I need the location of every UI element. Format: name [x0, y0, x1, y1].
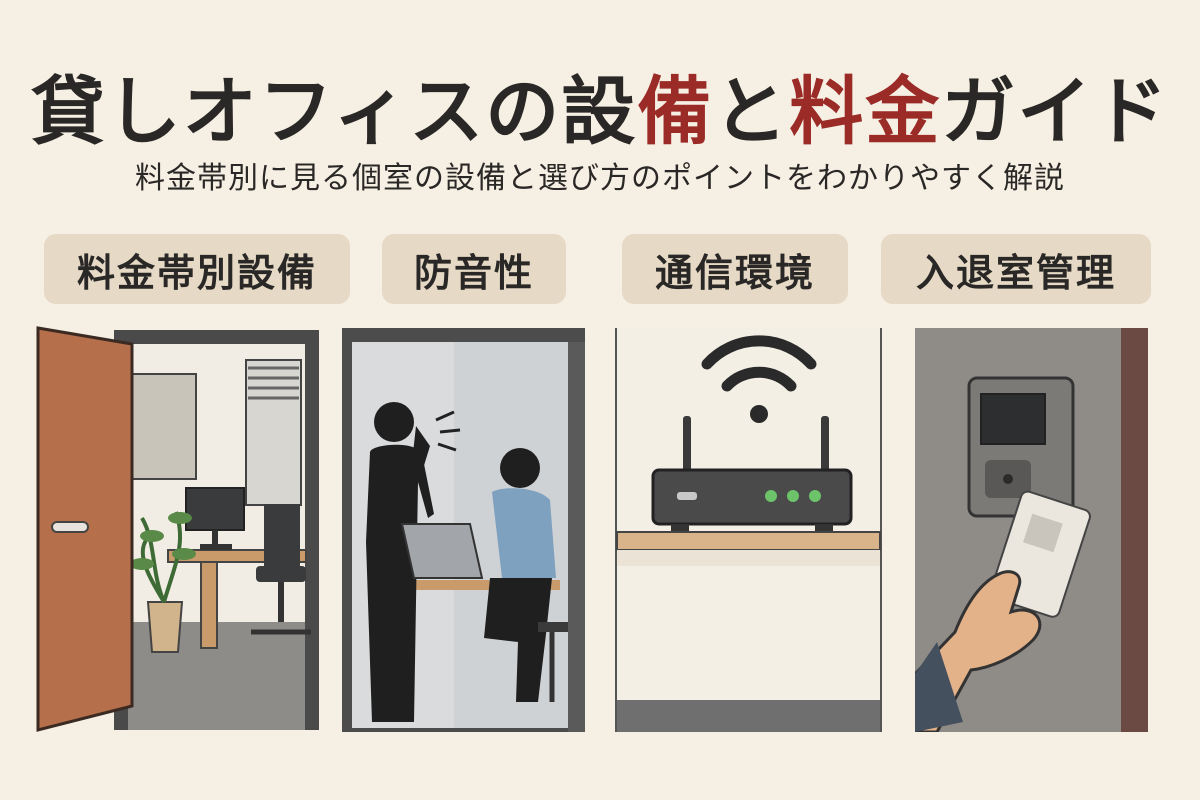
page-title: 貸しオフィスの設備と料金ガイド — [0, 52, 1200, 159]
title-part-1: 貸しオフィスの設 — [30, 69, 638, 155]
title-part-3: ガイド — [941, 69, 1170, 155]
title-part-2: と — [713, 69, 790, 155]
title-accent-2: 料金 — [789, 69, 942, 155]
page-subtitle: 料金帯別に見る個室の設備と選び方のポイントをわかりやすく解説 — [135, 161, 1065, 196]
tag-pricing-equipment: 料金帯別設備 — [44, 234, 350, 304]
tag-network: 通信環境 — [622, 234, 848, 304]
tag-access-control: 入退室管理 — [881, 234, 1151, 304]
title-accent-1: 備 — [637, 69, 714, 155]
wifi-router-icon — [615, 322, 882, 732]
soundproof-booth-icon — [342, 322, 585, 732]
card-access-reader-icon — [915, 322, 1148, 732]
private-office-door-icon — [36, 322, 321, 732]
tag-soundproofing: 防音性 — [382, 234, 566, 304]
